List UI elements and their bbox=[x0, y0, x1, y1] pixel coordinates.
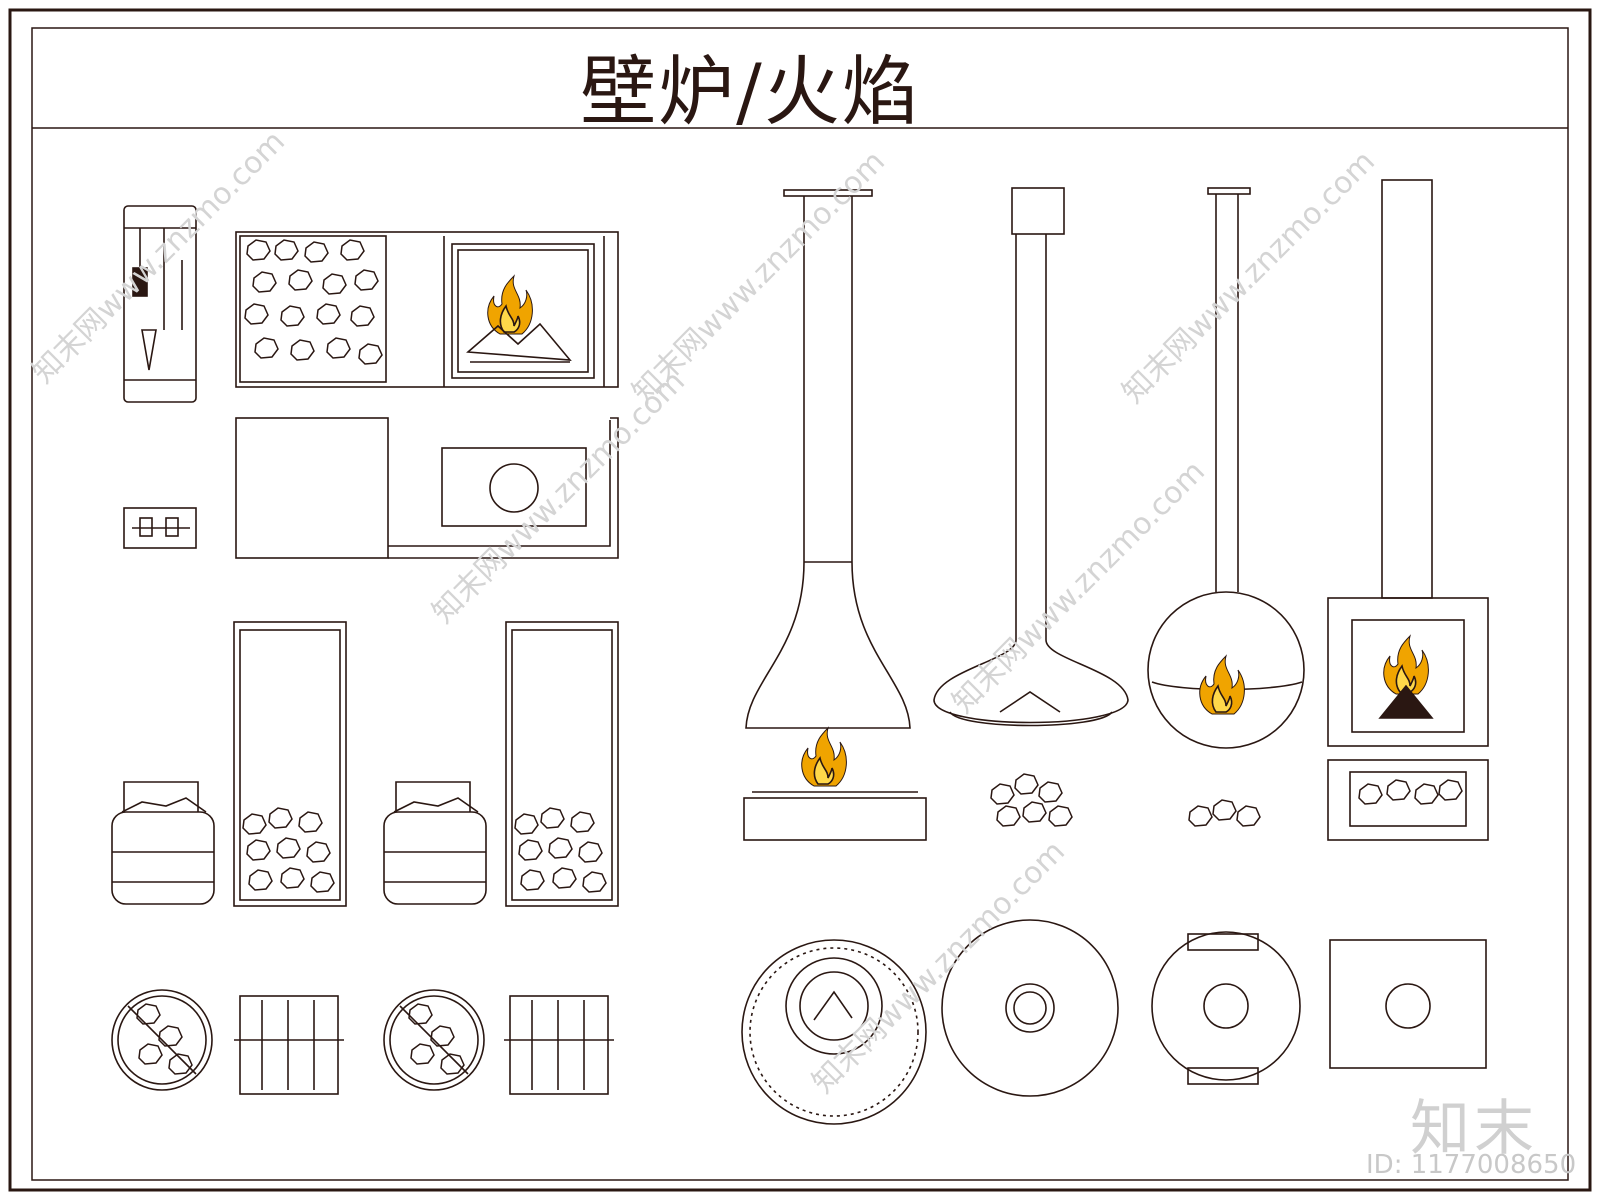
tall-log-holder-icon bbox=[505, 621, 619, 907]
suspended-fireplace-icon bbox=[743, 189, 927, 841]
log-basket-icon bbox=[111, 781, 215, 905]
wood-stove-plan-icon bbox=[1329, 939, 1487, 1069]
outer-frame bbox=[8, 8, 1592, 1192]
suspended-fireplace-plan-icon bbox=[741, 939, 927, 1125]
wood-stove-icon bbox=[1327, 179, 1489, 841]
page-title: 壁炉/火焰 bbox=[580, 47, 920, 136]
suspended-fireplace-plan-icon bbox=[1151, 931, 1301, 1085]
brand-logo-text: 知末 bbox=[1410, 1094, 1538, 1164]
fireplace-with-wood-storage-icon bbox=[235, 231, 619, 388]
round-log-holder-icon bbox=[111, 989, 213, 1091]
tall-log-holder-icon bbox=[233, 621, 347, 907]
fireplace-plan-icon bbox=[235, 417, 619, 559]
log-rack-plan-icon bbox=[504, 995, 614, 1095]
tool-rack-icon bbox=[123, 205, 197, 403]
suspended-fireplace-icon bbox=[933, 187, 1129, 827]
inner-frame bbox=[31, 27, 1569, 1181]
tool-rack-plan-icon bbox=[123, 507, 197, 549]
image-id-label: ID: 1177008650 bbox=[1366, 1150, 1577, 1180]
log-basket-icon bbox=[383, 781, 487, 905]
suspended-fireplace-icon bbox=[1147, 187, 1305, 827]
round-log-holder-icon bbox=[383, 989, 485, 1091]
suspended-fireplace-plan-icon bbox=[941, 919, 1119, 1097]
log-rack-plan-icon bbox=[234, 995, 344, 1095]
